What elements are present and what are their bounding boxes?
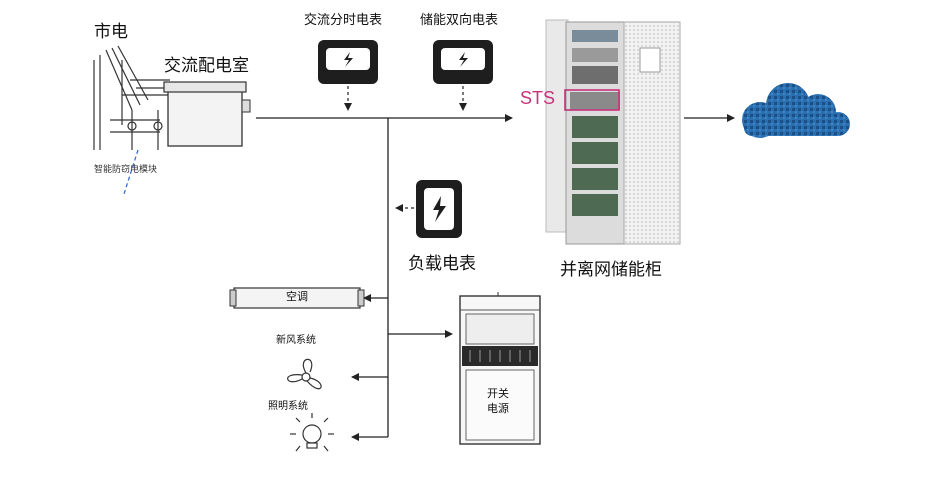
load-meter-icon bbox=[416, 180, 462, 238]
tou-meter-icon bbox=[318, 40, 378, 84]
ess-cabinet-label: 并离网储能柜 bbox=[560, 260, 662, 280]
grid-label: 市电 bbox=[94, 22, 128, 42]
tou-meter-label: 交流分时电表 bbox=[304, 13, 383, 28]
sts-highlight-box bbox=[564, 89, 620, 111]
air-conditioner-icon bbox=[229, 287, 365, 309]
ac-distribution-box-icon bbox=[163, 81, 251, 147]
switch-power-label-2: 电源 bbox=[487, 402, 509, 415]
bidirectional-meter-icon bbox=[433, 40, 493, 84]
cloud-icon bbox=[742, 83, 850, 138]
switch-power-label-1: 开关 bbox=[487, 387, 509, 400]
grid-pole bbox=[93, 45, 170, 150]
lamp-icon bbox=[290, 413, 334, 452]
switch-power-cabinet-icon bbox=[459, 292, 541, 445]
sts-label: STS bbox=[520, 88, 556, 108]
fresh-air-label: 新风系统 bbox=[276, 335, 316, 346]
lighting-label: 照明系统 bbox=[268, 401, 308, 412]
ess-cabinet-icon bbox=[545, 19, 681, 245]
ac-room-label: 交流配电室 bbox=[164, 56, 249, 76]
bidir-meter-label: 储能双向电表 bbox=[420, 13, 499, 28]
air-conditioner-label: 空调 bbox=[286, 290, 308, 303]
smart-module-label: 智能防窃电模块 bbox=[94, 165, 158, 175]
fan-icon bbox=[287, 358, 322, 390]
load-meter-label: 负载电表 bbox=[408, 254, 476, 274]
module-connector bbox=[123, 149, 139, 195]
